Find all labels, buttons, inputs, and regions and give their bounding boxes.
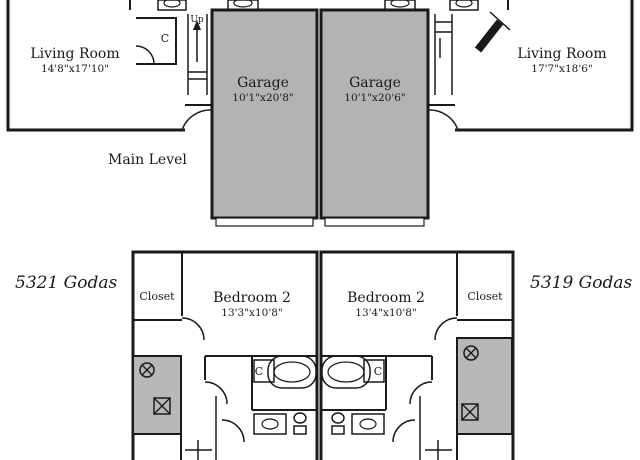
left-upper-closet-letter: C (255, 365, 263, 378)
left-living-room-dims: 14'8"x17'10" (41, 63, 109, 75)
right-unit-name: 5319 Godas (530, 273, 633, 293)
left-unit-name: 5321 Godas (15, 273, 118, 293)
right-bedroom-name: Bedroom 2 (347, 290, 425, 306)
left-closet-label: Closet (139, 290, 175, 303)
right-bedroom-dims: 13'4"x10'8" (355, 307, 416, 319)
right-garage-name: Garage (349, 75, 401, 91)
right-unit-upper-walls (319, 250, 515, 460)
right-closet-label: Closet (467, 290, 503, 303)
left-closet-letter: C (161, 32, 169, 45)
main-level-label: Main Level (108, 152, 187, 168)
left-garage-dims: 10'1"x20'8" (232, 92, 293, 104)
left-unit-upper-walls (131, 250, 319, 460)
left-garage-name: Garage (237, 75, 289, 91)
left-garage (210, 8, 319, 227)
left-stair-label: Up (190, 15, 204, 25)
right-garage (319, 8, 430, 227)
left-living-room-name: Living Room (30, 46, 119, 62)
right-garage-dims: 10'1"x20'6" (344, 92, 405, 104)
right-living-room-name: Living Room (517, 46, 606, 62)
right-upper-closet-letter: C (374, 365, 382, 378)
right-living-room-dims: 17'7"x18'6" (531, 63, 592, 75)
left-unit-main-walls (6, 0, 259, 132)
left-bedroom-dims: 13'3"x10'8" (221, 307, 282, 319)
left-bedroom-name: Bedroom 2 (213, 290, 291, 306)
right-unit-main-walls (384, 0, 634, 132)
